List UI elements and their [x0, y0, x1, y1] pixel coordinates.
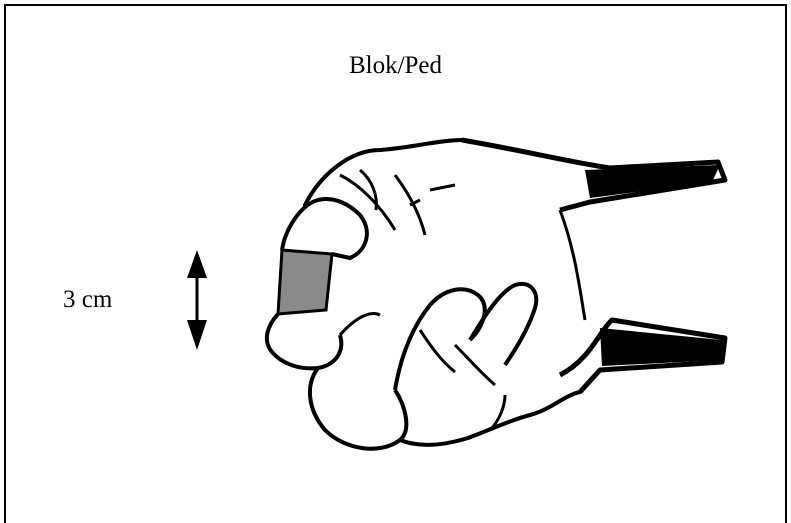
index-finger — [282, 199, 367, 258]
hand-back-outline — [305, 140, 462, 205]
dimension-arrow — [187, 250, 207, 350]
thumb — [267, 314, 341, 368]
palm-outline — [400, 392, 580, 445]
block-pad — [278, 250, 332, 314]
middle-finger — [310, 368, 406, 449]
